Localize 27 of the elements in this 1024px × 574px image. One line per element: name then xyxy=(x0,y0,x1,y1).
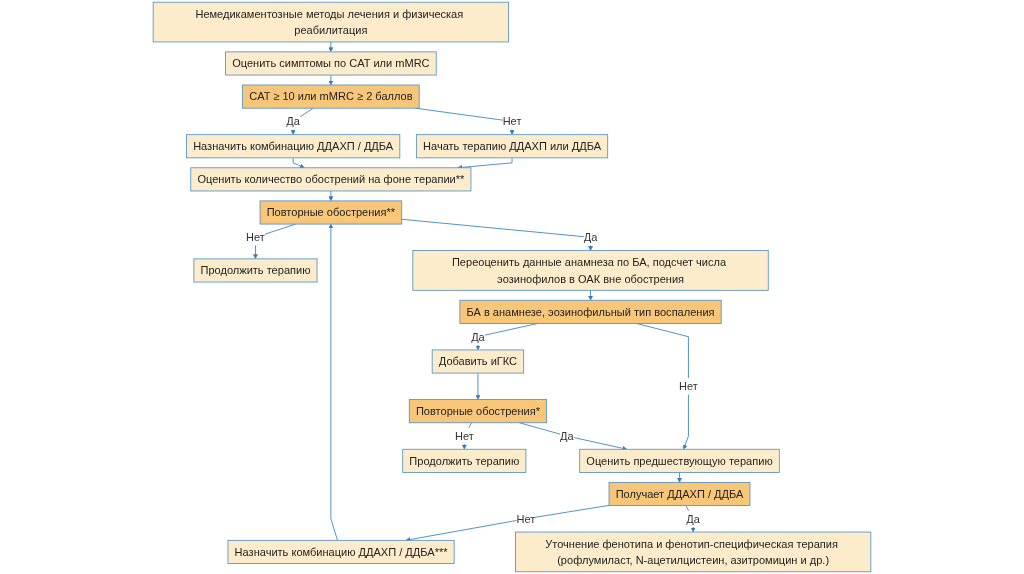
node-box: Начать терапию ДДАХП или ДДБА xyxy=(415,134,609,159)
node-box: Назначить комбинацию ДДАХП / ДДБА*** xyxy=(227,539,455,564)
edge-label: Да xyxy=(583,231,598,244)
node-box: Оценить количество обострений на фоне терапии** xyxy=(190,167,472,192)
node-box: Уточнение фенотипа и фенотип-специфическая терапия (рофлумиласт, N-ацетилцистеин, азитромицин и др.) xyxy=(515,531,872,573)
node-box: Добавить иГКС xyxy=(431,349,525,374)
edge-label: Нет xyxy=(454,429,474,443)
edge-label: Да xyxy=(686,512,700,525)
node-box: Повторные обострения* xyxy=(408,399,548,424)
node-box: Назначить комбинацию ДДАХП / ДДБА xyxy=(186,134,401,159)
node-box: Повторные обострения** xyxy=(259,200,403,225)
node-box: Оценить симптомы по CAT или mMRC xyxy=(225,51,437,76)
node-box: CAT ≥ 10 или mMRC ≥ 2 баллов xyxy=(242,84,420,109)
edge-label: Да xyxy=(286,115,300,128)
edge-label: Да xyxy=(560,429,574,443)
edge-label: Да xyxy=(471,330,485,343)
node-box: Продолжить терапию xyxy=(193,258,318,283)
node-box: Переоценить данные анамнеза по БА, подсчет числа эозинофилов в ОАК вне обострения xyxy=(412,250,769,291)
node-box: Получает ДДАХП / ДДБА xyxy=(608,481,751,506)
node-box: Продолжить терапию xyxy=(402,448,527,473)
edge-label: Нет xyxy=(502,115,522,128)
node-box: БА в анамнезе, эозинофильный тип воспаления xyxy=(459,299,722,324)
node-box: Немедикаментозные методы лечения и физическая реабилитация xyxy=(152,1,509,43)
edge-label: Нет xyxy=(679,380,698,393)
edge-label: Нет xyxy=(516,512,536,525)
node-box: Оценить предшествующую терапию xyxy=(579,448,780,473)
edge-label: Нет xyxy=(246,231,265,244)
